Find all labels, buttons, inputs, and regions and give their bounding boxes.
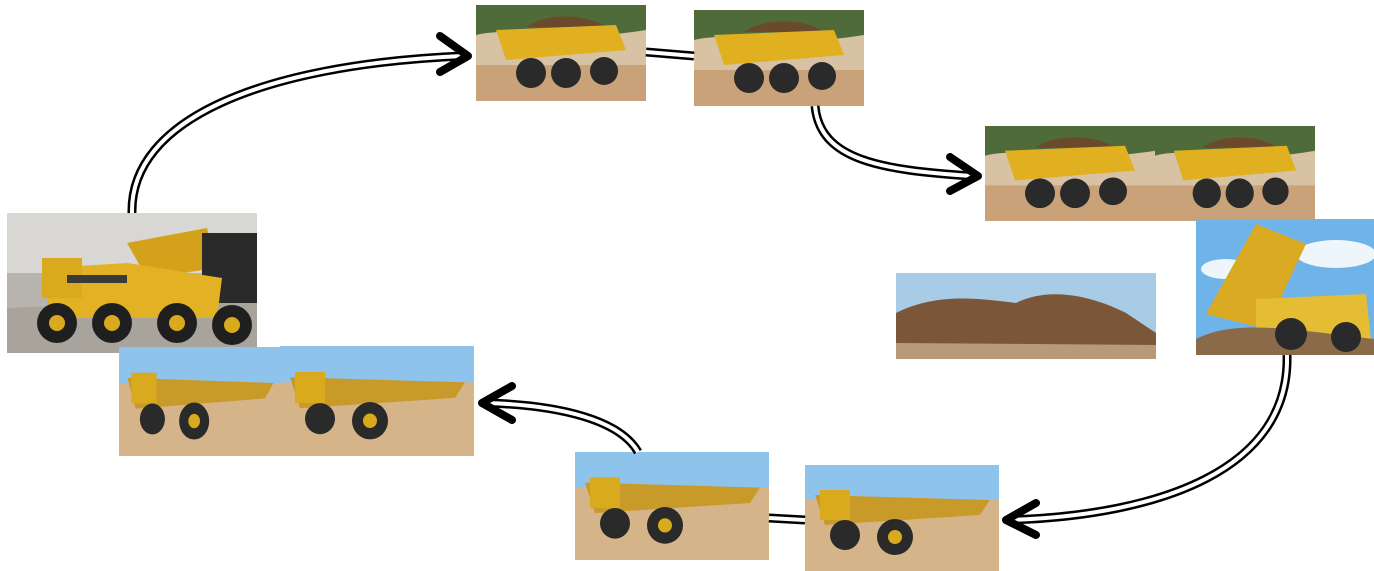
truck-dumping-photo <box>1196 219 1374 355</box>
loaded-truck-1-photo <box>476 5 646 101</box>
dirt-pile-photo <box>896 273 1156 359</box>
empty-truck-2-photo <box>280 346 474 456</box>
arrow-load-to-haul <box>127 32 472 214</box>
arrow-return-to-loader <box>478 382 642 455</box>
arrow-dump-to-return <box>1002 354 1292 539</box>
arrow-haul-to-dump-site <box>810 105 982 195</box>
empty-truck-1-photo <box>119 347 281 456</box>
loaded-truck-3-photo <box>985 126 1155 221</box>
loaded-truck-4-photo <box>1155 126 1315 221</box>
empty-truck-4-photo <box>805 465 999 571</box>
connector-bottom-trucks <box>768 513 806 525</box>
loaded-truck-2-photo <box>694 10 864 106</box>
connector-top-trucks <box>645 47 695 61</box>
empty-truck-3-photo <box>575 452 769 560</box>
loader-loading-truck-photo <box>7 213 257 353</box>
